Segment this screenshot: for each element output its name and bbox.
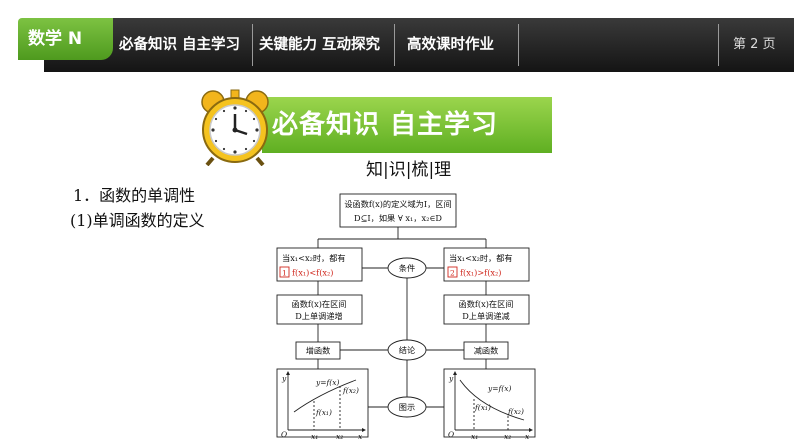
right-graph-fx2-label: f(x₂) [507,407,524,416]
left-condition-line-2: f(x₁)<f(x₂) [292,268,334,278]
right-graph-origin-label: O [448,430,454,439]
left-graph-x-label: x [358,432,363,441]
right-graph-fx1-label: f(x₁) [474,403,491,412]
nav-divider [252,24,253,66]
decreasing-function-label: 减函数 [474,346,499,356]
increasing-function-label: 增函数 [306,346,331,356]
content-point-1: 1．函数的单调性 [73,186,196,205]
right-result-line-1: 函数f(x)在区间 [459,299,514,309]
alarm-clock-icon [201,89,269,166]
page-number: 第 2 页 [733,37,776,52]
left-graph-x1-label: x₁ [311,432,318,441]
monotonicity-flowchart: 设函数f(x)的定义域为I，区间 D⊆I，如果 ∀ x₁，x₂∈D 当x₁<x₂… [276,193,536,441]
right-answer-number: 2 [450,269,455,278]
left-condition-line-1: 当x₁<x₂时，都有 [282,253,346,263]
graph-label: 图示 [399,402,415,412]
definition-line-2: D⊆I，如果 ∀ x₁，x₂∈D [354,213,442,223]
left-graph-fx1-label: f(x₁) [315,408,332,417]
nav-item-homework[interactable]: 高效课时作业 [407,37,494,53]
section-subtitle: 知|识|梳|理 [366,160,452,180]
left-graph-origin-label: O [281,430,287,439]
left-result-line-1: 函数f(x)在区间 [292,299,347,309]
right-graph-y-label: y [448,374,454,383]
right-condition-line-1: 当x₁<x₂时，都有 [449,253,513,263]
right-condition-line-2: f(x₁)>f(x₂) [460,268,502,278]
nav-divider [394,24,395,66]
condition-label: 条件 [399,263,415,273]
nav-item-essential-knowledge[interactable]: 必备知识 自主学习 [119,37,241,53]
subject-tab[interactable]: 数学 N [18,18,113,60]
section-banner [262,97,552,153]
right-graph-function-label: y=f(x) [487,384,511,393]
nav-divider [718,24,719,66]
left-result-line-2: D上单调递增 [295,311,343,321]
left-graph-fx2-label: f(x₂) [342,386,359,395]
nav-item-key-ability[interactable]: 关键能力 互动探究 [259,37,381,53]
content-point-2: (1)单调函数的定义 [70,211,205,230]
definition-line-1: 设函数f(x)的定义域为I，区间 [344,199,451,209]
right-graph-x-label: x [525,432,530,441]
nav-divider [518,24,519,66]
conclusion-label: 结论 [399,345,415,355]
left-graph-y-label: y [281,374,287,383]
right-graph-x1-label: x₁ [471,432,478,441]
right-graph-x2-label: x₂ [504,432,511,441]
top-nav-bar [44,18,794,72]
left-graph-x2-label: x₂ [336,432,343,441]
right-result-line-2: D上单调递减 [462,311,510,321]
left-answer-number: 1 [282,269,287,278]
section-title: 必备知识 自主学习 [272,110,499,140]
left-graph-function-label: y=f(x) [315,378,339,387]
